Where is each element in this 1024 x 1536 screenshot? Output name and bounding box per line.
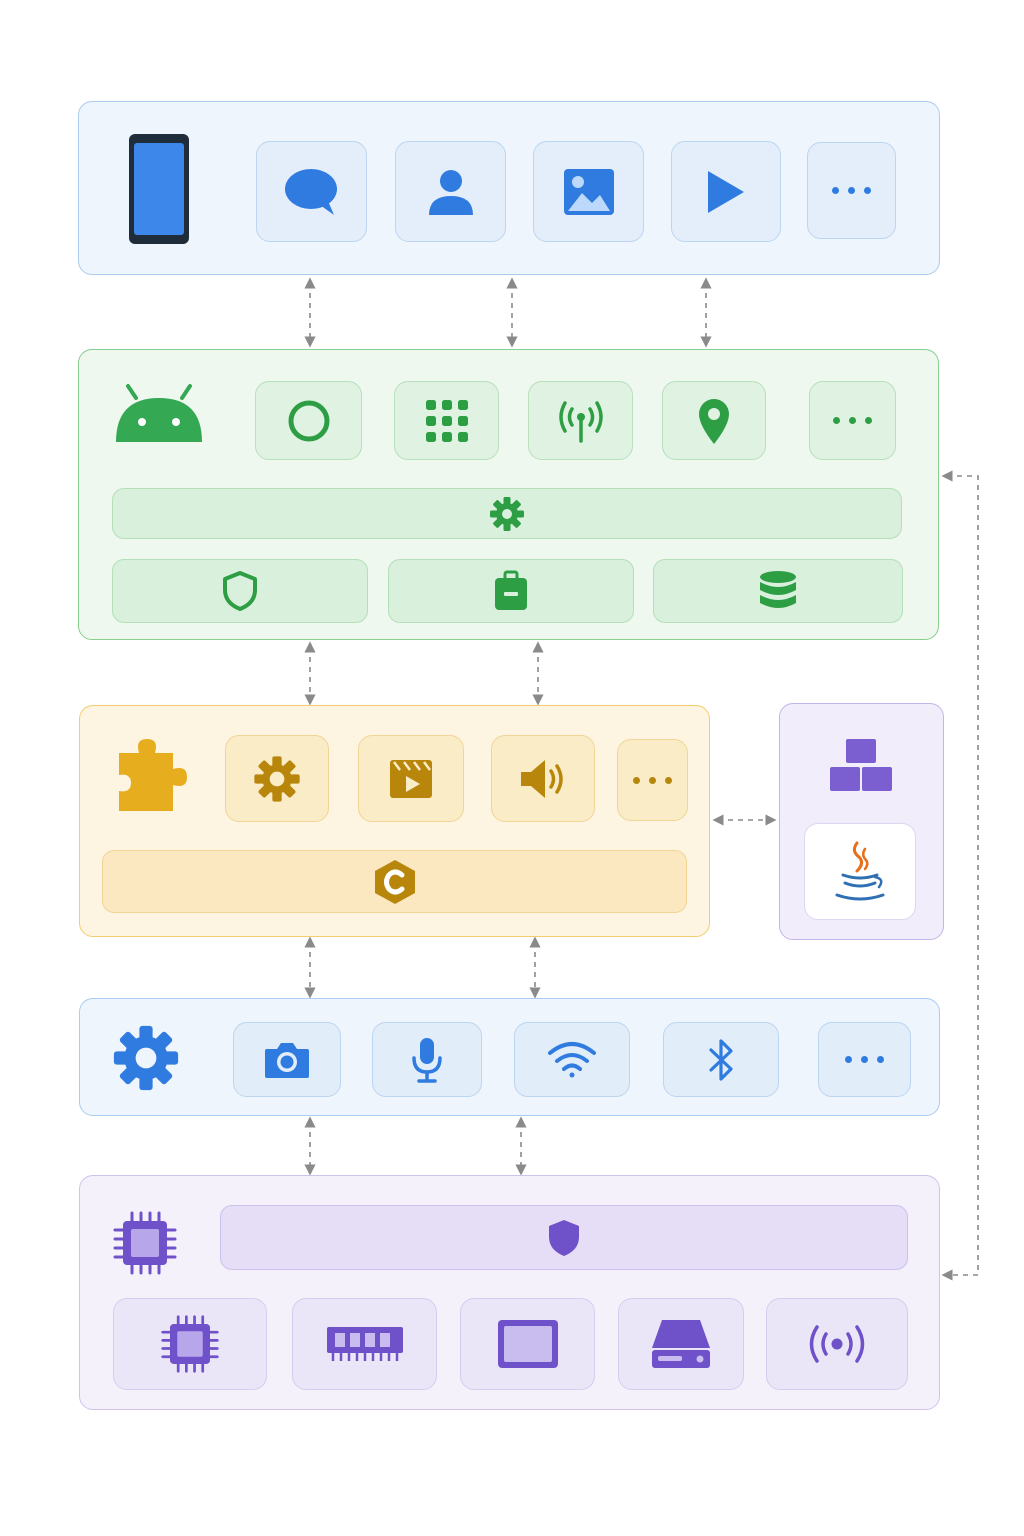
gear-icon (489, 496, 525, 532)
runtime-panel (779, 703, 944, 940)
hardware-abstraction-layer (79, 998, 940, 1116)
android-icon (113, 383, 205, 445)
framework-layer (78, 349, 939, 640)
gallery-tile[interactable] (533, 141, 644, 242)
activity-tile[interactable] (255, 381, 362, 460)
memory-driver-tile[interactable] (292, 1298, 437, 1390)
more-icon (832, 187, 871, 194)
play-icon (706, 169, 746, 215)
smartphone-icon (127, 132, 191, 246)
shield-icon (547, 1218, 581, 1258)
java-icon (831, 839, 889, 905)
media-icon (388, 758, 434, 800)
system-services-bar[interactable] (112, 488, 902, 539)
shield-icon (223, 571, 257, 611)
media-player-tile[interactable] (671, 141, 781, 242)
radio-driver-tile[interactable] (766, 1298, 908, 1390)
bluetooth-tile[interactable] (663, 1022, 779, 1097)
kernel-layer (79, 1175, 940, 1410)
location-tile[interactable] (662, 381, 766, 460)
more-icon (833, 417, 872, 424)
chip-icon (111, 1209, 179, 1277)
storage-bar[interactable] (653, 559, 903, 623)
c-runtime-bar[interactable] (102, 850, 687, 913)
package-icon (493, 570, 529, 612)
app-grid-tile[interactable] (394, 381, 499, 460)
more-icon (633, 776, 672, 784)
cpu-driver-tile[interactable] (113, 1298, 267, 1390)
camera-tile[interactable] (233, 1022, 341, 1097)
microphone-icon (410, 1036, 444, 1084)
storage-driver-tile[interactable] (618, 1298, 744, 1390)
cpu-icon (160, 1314, 220, 1374)
kernel-security-bar[interactable] (220, 1205, 908, 1270)
gear-icon (111, 1023, 181, 1093)
database-icon (758, 570, 798, 612)
audio-input-tile[interactable] (372, 1022, 482, 1097)
location-pin-icon (696, 397, 732, 445)
package-manager-bar[interactable] (388, 559, 634, 623)
bluetooth-icon (707, 1037, 735, 1083)
gear-icon (253, 755, 301, 803)
speaker-icon (519, 758, 567, 800)
native-libraries-layer (79, 705, 710, 937)
applications-layer (78, 101, 940, 275)
messages-tile[interactable] (256, 141, 367, 242)
more-services-tile[interactable] (809, 381, 896, 460)
media-framework-tile[interactable] (358, 735, 464, 822)
wifi-tile[interactable] (514, 1022, 630, 1097)
antenna-icon (556, 399, 606, 443)
display-driver-tile[interactable] (460, 1298, 595, 1390)
contacts-tile[interactable] (395, 141, 506, 242)
app-grid-icon (425, 399, 468, 442)
telephony-tile[interactable] (528, 381, 633, 460)
audio-tile[interactable] (491, 735, 595, 822)
java-runtime-tile[interactable] (804, 823, 916, 920)
circle-icon (287, 399, 331, 443)
c-language-icon (373, 858, 417, 906)
more-hal-tile[interactable] (818, 1022, 911, 1097)
memory-icon (325, 1323, 405, 1365)
contacts-icon (426, 167, 476, 217)
chat-bubble-icon (284, 167, 340, 217)
more-libraries-tile[interactable] (617, 739, 688, 821)
wifi-icon (547, 1041, 597, 1079)
more-icon (845, 1056, 884, 1063)
camera-icon (263, 1040, 311, 1080)
blocks-icon (828, 737, 894, 793)
native-services-tile[interactable] (225, 735, 329, 822)
display-icon (496, 1318, 560, 1370)
security-bar[interactable] (112, 559, 368, 623)
more-apps-tile[interactable] (807, 142, 896, 239)
gallery-icon (562, 167, 616, 217)
radio-icon (804, 1322, 870, 1366)
storage-icon (650, 1318, 712, 1370)
puzzle-icon (114, 736, 190, 814)
